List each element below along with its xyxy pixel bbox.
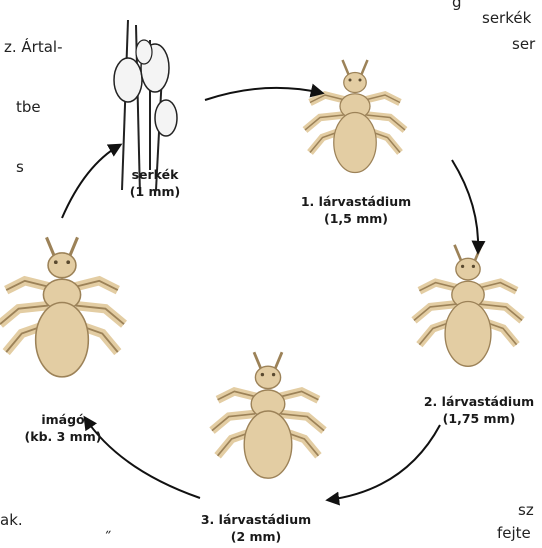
stage-name: 2. lárvastádium: [416, 393, 542, 410]
stage-size: (2 mm): [195, 528, 317, 545]
louse-icon: [414, 245, 522, 366]
stage-label-larva1: 1. lárvastádium (1,5 mm): [296, 193, 416, 227]
stage-label-larva3: 3. lárvastádium (2 mm): [195, 511, 317, 545]
stage-size: (1,5 mm): [296, 210, 416, 227]
stage-size: (kb. 3 mm): [8, 428, 118, 445]
stage-name: imágó: [8, 411, 118, 428]
stage-size: (1 mm): [115, 183, 195, 200]
stage-size: (1,75 mm): [416, 410, 542, 427]
louse-icon: [305, 60, 405, 173]
stage-name: serkék: [115, 166, 195, 183]
stage-label-larva2: 2. lárvastádium (1,75 mm): [416, 393, 542, 427]
stage-name: 1. lárvastádium: [296, 193, 416, 210]
stage-label-serkek: serkék (1 mm): [115, 166, 195, 200]
stage-name: 3. lárvastádium: [195, 511, 317, 528]
louse-icon: [0, 237, 124, 376]
louse-icon: [212, 352, 324, 478]
stage-label-imago: imágó (kb. 3 mm): [8, 411, 118, 445]
